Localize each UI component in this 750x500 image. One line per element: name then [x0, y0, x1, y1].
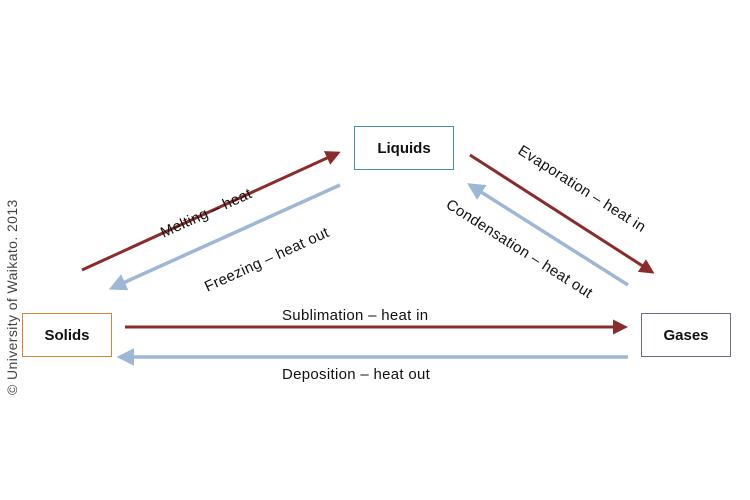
liquids-box: Liquids	[354, 126, 454, 170]
freezing-arrow	[108, 183, 341, 291]
condensation-arrow	[467, 183, 629, 287]
deposition-label: Deposition – heat out	[282, 366, 431, 383]
copyright-notice: © University of Waikato. 2013	[4, 199, 20, 395]
solids-box: Solids	[22, 313, 112, 357]
melting-arrow	[81, 151, 341, 272]
sublimation-label: Sublimation – heat in	[282, 307, 429, 324]
gases-box: Gases	[641, 313, 731, 357]
evaporation-arrow	[469, 153, 655, 274]
